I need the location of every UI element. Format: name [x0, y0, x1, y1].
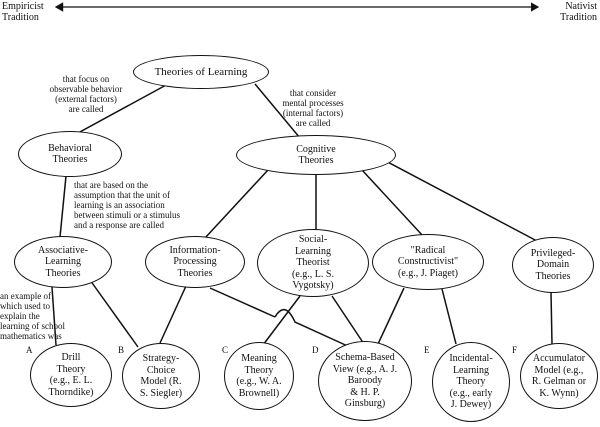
- information-processing-node: Information- Processing Theories: [145, 236, 245, 288]
- edge-infoproc-schema: [209, 287, 276, 318]
- edge-cognitive-infoproc: [204, 169, 269, 239]
- letter-a: A: [26, 345, 33, 355]
- edge-radical-schema: [377, 287, 405, 345]
- accumulator-model-node: Accumulator Model (e.g., R. Gelman or K.…: [520, 343, 598, 409]
- letter-e: E: [424, 345, 430, 355]
- edge-infoproc-strategy: [159, 285, 187, 344]
- strategy-choice-node: Strategy- Choice Model (R. S. Siegler): [122, 343, 200, 409]
- nativist-tradition-label: Nativist Tradition: [560, 1, 597, 23]
- letter-b: B: [118, 345, 125, 355]
- radical-constructivist-node: "Radical Constructivist" (e.g., J. Piage…: [372, 234, 484, 290]
- associative-learning-node: Associative- Learning Theories: [14, 236, 112, 288]
- theories-of-learning-node: Theories of Learning: [133, 55, 269, 89]
- cognitive-theories-node: Cognitive Theories: [236, 135, 396, 175]
- letter-d: D: [312, 345, 319, 355]
- letter-f: F: [512, 345, 518, 355]
- association-assumption-label: that are based on the assumption that th…: [74, 180, 180, 231]
- observable-behavior-label: that focus on observable behavior (exter…: [49, 74, 123, 115]
- schema-based-view-node: Schema-Based View (e.g., A. J. Baroody &…: [318, 341, 412, 421]
- edge-associative-strategy: [89, 279, 139, 348]
- edge-behavioral-associative: [59, 175, 67, 238]
- drill-theory-node: Drill Theory (e.g., E. L. Thorndike): [30, 343, 112, 407]
- letter-c: C: [222, 345, 229, 355]
- edge-cognitive-privileged: [379, 157, 538, 242]
- social-learning-node: Social- Learning Theorist (e.g., L. S. V…: [257, 229, 369, 297]
- empiricist-tradition-label: Empiricist Tradition: [2, 1, 44, 23]
- edge-associative-drill: [51, 286, 57, 346]
- privileged-domain-node: Privileged- Domain Theories: [512, 237, 594, 293]
- edge-infoproc-schema-hop: [274, 308, 353, 349]
- edge-social-meaning: [262, 295, 301, 346]
- edge-social-schema: [331, 295, 365, 345]
- example-label: an example of which used to explain the …: [0, 291, 65, 342]
- mental-processes-label: that consider mental processes (internal…: [282, 88, 344, 129]
- edge-cognitive-radical: [361, 169, 424, 237]
- behavioral-theories-node: Behavioral Theories: [18, 131, 122, 177]
- incidental-learning-node: Incidental- Learning Theory (e.g., early…: [432, 342, 510, 422]
- edge-privileged-accumulator: [550, 291, 553, 345]
- meaning-theory-node: Meaning Theory (e.g., W. A. Brownell): [224, 342, 294, 410]
- edge-learning-cognitive: [254, 83, 301, 139]
- edge-radical-incidental: [441, 288, 457, 345]
- edge-learning-behavioral: [77, 83, 169, 134]
